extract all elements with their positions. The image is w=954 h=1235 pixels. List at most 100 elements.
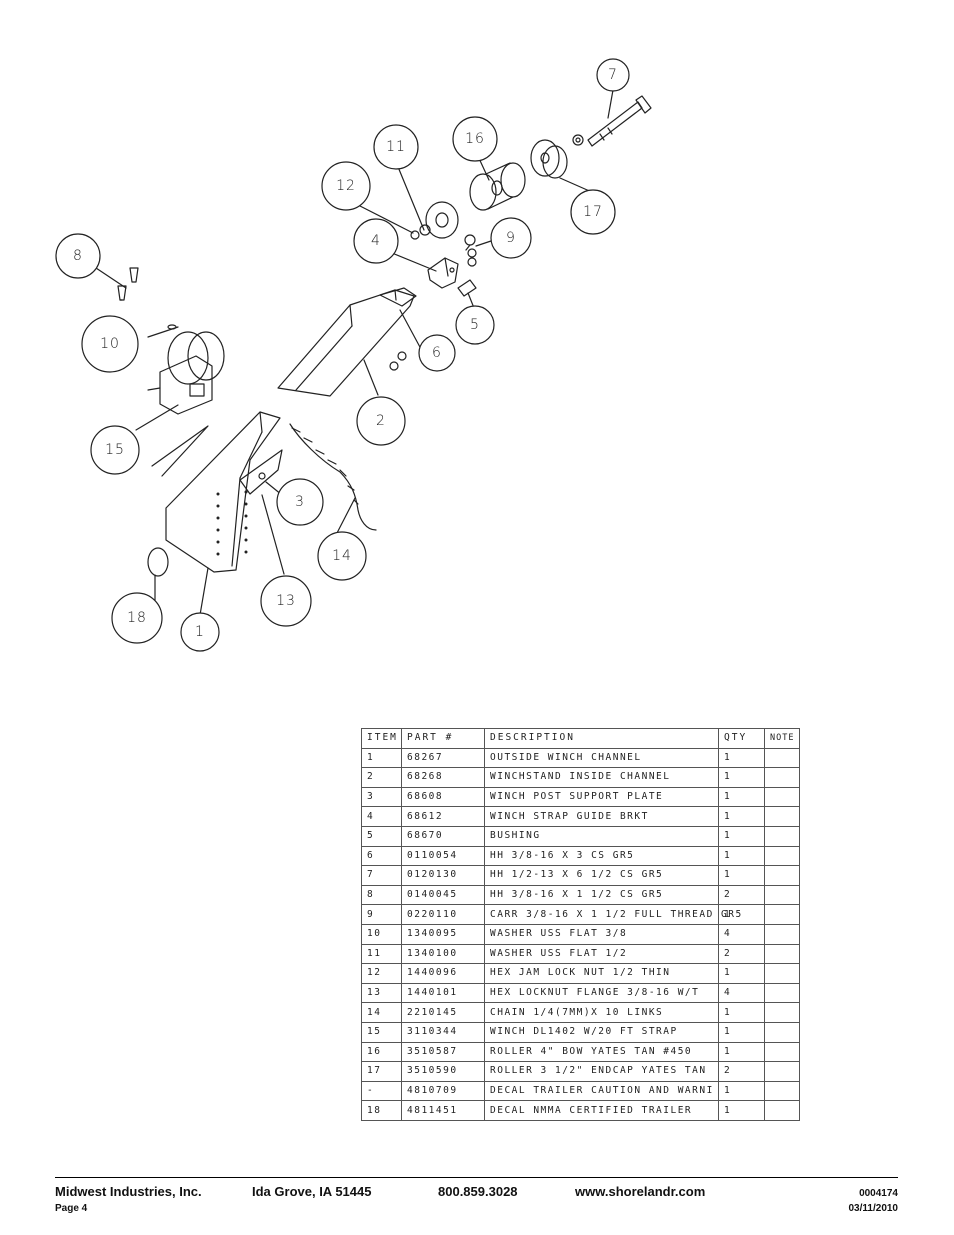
cell-description: HEX JAM LOCK NUT 1/2 THIN (484, 963, 719, 984)
cell-note (764, 943, 800, 965)
cell-item: 9 (361, 904, 402, 925)
cell-item: 14 (361, 1002, 402, 1023)
cell-qty: 1 (718, 845, 765, 867)
winch-icon (147, 331, 225, 415)
cell-qty: 1 (718, 1002, 765, 1023)
callout-circles (55, 58, 630, 652)
cell-description: WINCH STRAP GUIDE BRKT (484, 806, 719, 827)
cell-item: 2 (361, 767, 402, 788)
carriage-bolt-icon (464, 234, 476, 246)
cell-description: WINCHSTAND INSIDE CHANNEL (484, 767, 719, 788)
callout-9: 9 (506, 230, 516, 246)
cell-qty: 1 (718, 1080, 765, 1102)
cell-item: 4 (361, 806, 402, 827)
cell-item: 11 (361, 943, 402, 965)
cell-item: 6 (361, 845, 402, 867)
cell-qty: 1 (718, 963, 765, 984)
cell-item: 7 (361, 865, 402, 886)
cell-note (764, 1080, 800, 1102)
chain-icon (289, 423, 377, 531)
callout-labels: 7 16 11 12 17 4 9 8 5 10 6 2 15 3 14 13 … (73, 67, 618, 640)
callout-12: 12 (336, 178, 356, 194)
cell-item: 16 (361, 1041, 402, 1063)
footer-divider (55, 1177, 898, 1178)
callout-7: 7 (608, 67, 618, 83)
header-part-number: PART # (401, 728, 485, 749)
cell-description: CHAIN 1/4(7MM)X 10 LINKS (484, 1002, 719, 1023)
cell-part-number: 3110344 (401, 1021, 485, 1043)
cell-part-number: 4811451 (401, 1100, 485, 1121)
cell-note (764, 1061, 800, 1082)
cell-qty: 1 (718, 1041, 765, 1063)
cell-description: OUTSIDE WINCH CHANNEL (484, 747, 719, 769)
callout-17: 17 (583, 204, 603, 220)
cell-item: 8 (361, 884, 402, 906)
cell-part-number: 3510587 (401, 1041, 485, 1063)
cell-description: WINCH POST SUPPORT PLATE (484, 786, 719, 808)
cell-note (764, 884, 800, 906)
cell-note (764, 1021, 800, 1043)
cell-part-number: 68608 (401, 786, 485, 808)
cell-part-number: 0120130 (401, 865, 485, 886)
bow-roller-icon (469, 162, 526, 211)
cell-qty: 1 (718, 825, 765, 847)
cell-item: 1 (361, 747, 402, 769)
cell-qty: 2 (718, 884, 765, 906)
cell-part-number: 0220110 (401, 904, 485, 925)
cell-part-number: 1340100 (401, 943, 485, 965)
callout-4: 4 (371, 233, 381, 249)
cell-note (764, 806, 800, 827)
exploded-parts-diagram: 7 16 11 12 17 4 9 8 5 10 6 2 15 3 14 13 … (55, 58, 652, 652)
cell-qty: 2 (718, 1061, 765, 1082)
cell-qty: 4 (718, 982, 765, 1004)
cell-item: 3 (361, 786, 402, 808)
callout-2: 2 (376, 413, 386, 429)
cell-item: 12 (361, 963, 402, 984)
header-description: DESCRIPTION (484, 728, 719, 749)
cell-note (764, 767, 800, 788)
callout-11: 11 (386, 139, 406, 155)
callout-10: 10 (100, 336, 120, 352)
cell-part-number: 1440101 (401, 982, 485, 1004)
cell-qty: 1 (718, 1021, 765, 1043)
cell-note (764, 963, 800, 984)
cell-item: 13 (361, 982, 402, 1004)
callout-8: 8 (73, 248, 83, 264)
cell-part-number: 1440096 (401, 963, 485, 984)
cell-item: 15 (361, 1021, 402, 1043)
cell-note (764, 747, 800, 769)
cell-part-number: 1340095 (401, 923, 485, 945)
cell-item: 17 (361, 1061, 402, 1082)
footer-city: Ida Grove, IA 51445 (252, 1184, 372, 1199)
cell-note (764, 865, 800, 886)
footer-website: www.shorelandr.com (575, 1184, 706, 1199)
callout-leader-lines (95, 89, 614, 616)
cell-note (764, 786, 800, 808)
outside-channel-icon (151, 411, 281, 573)
cell-description: DECAL TRAILER CAUTION AND WARNI (484, 1080, 719, 1102)
washer-icon (419, 224, 431, 236)
callout-5: 5 (470, 317, 480, 333)
cell-qty: 1 (718, 865, 765, 886)
cell-note (764, 845, 800, 867)
cell-description: BUSHING (484, 825, 719, 847)
cell-description: HH 3/8-16 X 1 1/2 CS GR5 (484, 884, 719, 906)
cell-part-number: 3510590 (401, 1061, 485, 1082)
header-item: ITEM (361, 728, 402, 749)
cell-qty: 1 (718, 786, 765, 808)
callout-14: 14 (332, 548, 352, 564)
cell-description: HEX LOCKNUT FLANGE 3/8-16 W/T (484, 982, 719, 1004)
cell-description: WASHER USS FLAT 1/2 (484, 943, 719, 965)
roller-endcap-icon (530, 139, 568, 179)
